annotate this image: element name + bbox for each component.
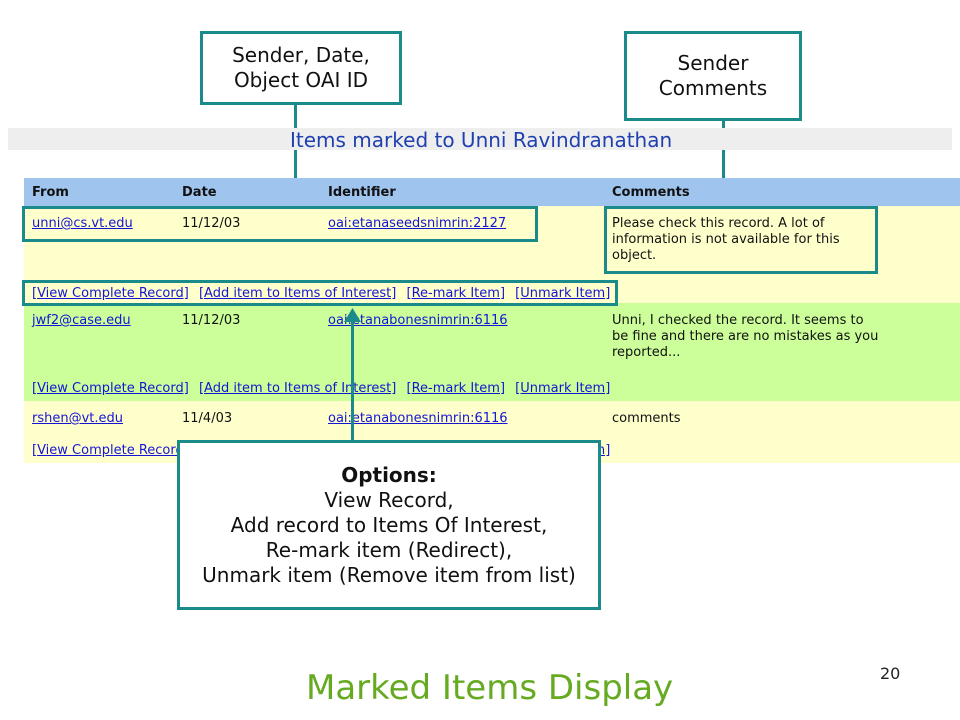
page-number: 20 <box>880 664 901 683</box>
options-line: View Record, <box>324 487 454 512</box>
slide-title: Marked Items Display <box>306 668 674 708</box>
table-header: From Date Identifier Comments <box>24 178 960 206</box>
header-from: From <box>32 185 69 200</box>
header-identifier: Identifier <box>328 185 396 200</box>
header-comments: Comments <box>612 185 690 200</box>
highlight-comments <box>604 206 878 274</box>
highlight-sender-date-id <box>22 206 538 242</box>
identifier-link[interactable]: oai:etanaseedsnimrin:2127 <box>328 216 507 231</box>
arrow-options <box>351 320 354 442</box>
date-cell: 11/12/03 <box>182 216 241 231</box>
comment-cell: Please check this record. A lot of infor… <box>612 216 840 263</box>
options-title: Options: <box>341 462 437 487</box>
view-record-link[interactable]: [View Complete Record] <box>32 443 189 458</box>
add-interest-link[interactable]: [Add item to Items of Interest] <box>198 286 397 301</box>
add-interest-link[interactable]: [Add item to Items of Interest] <box>198 381 397 396</box>
date-cell: 11/12/03 <box>182 313 241 328</box>
unmark-link[interactable]: [Unmark Item] <box>515 286 611 301</box>
sender-link[interactable]: jwf2@case.edu <box>32 313 131 328</box>
panel-title: Items marked to Unni Ravindranathan <box>290 128 673 152</box>
table-row: jwf2@case.edu 11/12/03 oai:etanabonesnim… <box>24 303 960 401</box>
table-row: unni@cs.vt.edu 11/12/03 oai:etanaseedsni… <box>24 206 960 303</box>
sender-link[interactable]: rshen@vt.edu <box>32 411 124 426</box>
row-options: [View Complete Record] [Add item to Item… <box>32 286 616 302</box>
arrow-comments <box>722 121 725 191</box>
comment-cell: Unni, I checked the record. It seems to … <box>612 313 879 360</box>
view-record-link[interactable]: [View Complete Record] <box>32 286 189 301</box>
comment-cell: comments <box>612 411 681 426</box>
callout-sender-comments: Sender Comments <box>624 31 802 121</box>
callout-line: Object OAI ID <box>233 68 369 92</box>
panel-title-bar <box>8 128 952 150</box>
date-cell: 11/4/03 <box>182 411 233 426</box>
header-date: Date <box>182 185 217 200</box>
callout-sender-date: Sender, Date, Object OAI ID <box>200 31 402 105</box>
unmark-link[interactable]: [Unmark Item] <box>515 381 611 396</box>
callout-options: Options: View Record, Add record to Item… <box>177 440 601 610</box>
highlight-options <box>22 280 618 306</box>
identifier-link[interactable]: oai:etanabonesnimrin:6116 <box>328 411 508 426</box>
arrow-head-icon <box>344 308 361 322</box>
options-line: Re-mark item (Redirect), <box>265 537 513 562</box>
callout-line: Comments <box>658 76 768 100</box>
callout-line: Sender, Date, <box>232 43 370 67</box>
identifier-link[interactable]: oai:etanabonesnimrin:6116 <box>328 313 508 328</box>
options-line: Unmark item (Remove item from list) <box>202 562 576 587</box>
view-record-link[interactable]: [View Complete Record] <box>32 381 189 396</box>
remark-link[interactable]: [Re-mark Item] <box>406 286 506 301</box>
options-line: Add record to Items Of Interest, <box>230 512 548 537</box>
sender-link[interactable]: unni@cs.vt.edu <box>32 216 133 231</box>
row-options: [View Complete Record] [Add item to Item… <box>32 381 616 397</box>
remark-link[interactable]: [Re-mark Item] <box>406 381 506 396</box>
callout-line: Sender <box>677 51 749 75</box>
